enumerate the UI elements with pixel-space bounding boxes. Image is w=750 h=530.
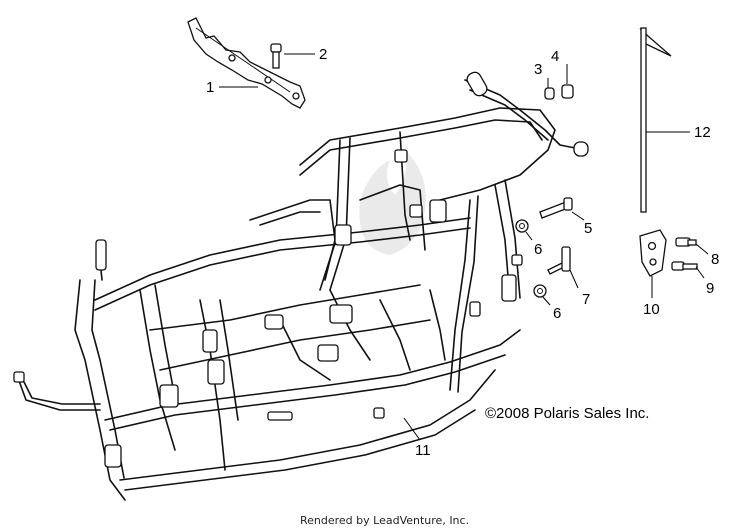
callout-5: 5 <box>584 220 592 237</box>
part-1-bracket <box>187 17 306 109</box>
callout-7: 7 <box>582 291 590 308</box>
part-12-flag <box>639 27 672 213</box>
callout-4: 4 <box>551 48 559 65</box>
part-6-nut-upper <box>515 219 529 233</box>
copyright-notice: ©2008 Polaris Sales Inc. <box>485 405 649 422</box>
part-11-frame <box>13 71 589 501</box>
callout-12: 12 <box>694 124 711 141</box>
callout-2: 2 <box>319 46 327 63</box>
callout-10: 10 <box>643 301 660 318</box>
part-3-bushing <box>544 87 555 100</box>
callout-labels: 1 2 3 4 5 6 6 7 8 9 10 11 12 <box>206 46 719 459</box>
callout-6-lower: 6 <box>553 305 561 322</box>
callout-3: 3 <box>534 61 542 78</box>
part-7-bolt <box>547 246 571 275</box>
part-4-bushing <box>561 84 574 99</box>
part-6-nut-lower <box>533 284 547 298</box>
watermark-logo <box>359 150 426 255</box>
callout-8: 8 <box>711 251 719 268</box>
callout-1: 1 <box>206 79 214 96</box>
part-2-bolt <box>270 43 282 69</box>
part-9-bolt <box>671 261 698 271</box>
leader-lines <box>219 53 709 441</box>
callout-9: 9 <box>706 280 714 297</box>
part-8-bolt <box>675 237 697 247</box>
part-10-bracket <box>639 229 667 277</box>
callout-11: 11 <box>415 442 431 459</box>
callout-6-upper: 6 <box>534 241 542 258</box>
part-5-bolt <box>539 197 573 219</box>
rendered-by-footer: Rendered by LeadVenture, Inc. <box>300 514 469 527</box>
